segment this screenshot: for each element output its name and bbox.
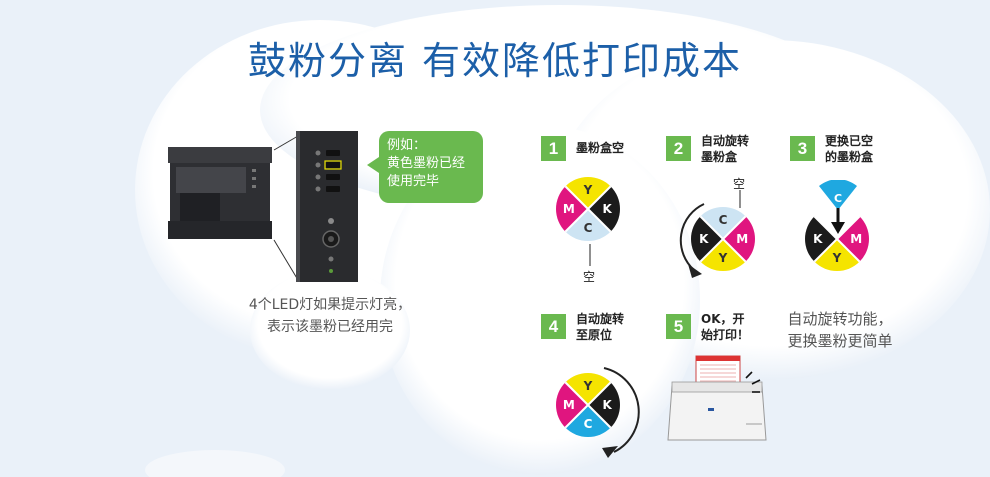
black-toner-letter: K: [603, 202, 613, 216]
callout-pointer: [367, 157, 379, 173]
feature-caption-line-1: 自动旋转功能，: [787, 310, 893, 328]
yellow-toner-letter: Y: [583, 379, 593, 393]
wheel-divider: [699, 215, 747, 263]
feature-caption: 自动旋转功能， 更换墨粉更简单: [770, 308, 910, 352]
connector-lines: [273, 135, 299, 281]
feature-caption-line-2: 更换墨粉更简单: [787, 332, 893, 350]
step-5-number: 5: [666, 314, 691, 339]
cyan-toner-letter: C: [719, 213, 728, 227]
rotation-arrow-step-4: [602, 367, 640, 458]
wheel-divider: [564, 185, 612, 233]
wheel-divider: [564, 381, 612, 429]
magenta-toner-segment: [723, 216, 755, 262]
page-title: 鼓粉分离 有效降低打印成本: [247, 39, 743, 83]
empty-pointer-line-1: [589, 244, 591, 266]
step-4-number: 4: [541, 314, 566, 339]
yellow-toner-letter: Y: [583, 183, 593, 197]
black-toner-segment: [691, 216, 723, 262]
yellow-toner-segment: [700, 239, 746, 271]
cyan-toner-letter: C: [584, 221, 593, 235]
yellow-toner-letter: Y: [718, 251, 728, 265]
step-5-label: OK，开 始打印！: [701, 312, 750, 342]
step-1-label: 墨粉盒空: [576, 141, 625, 155]
yellow-toner-letter: Y: [832, 251, 842, 265]
toner-wheel-step-3: MYK: [805, 215, 869, 271]
step-3-label: 更换已空 的墨粉盒: [825, 134, 874, 164]
black-toner-letter: K: [813, 232, 823, 246]
magenta-toner-letter: M: [736, 232, 748, 246]
step-4-label: 自动旋转 至原位: [576, 312, 625, 342]
magenta-toner-letter: M: [563, 398, 575, 412]
step-3-number: 3: [790, 136, 815, 161]
callout-line-1: 例如：: [387, 138, 427, 153]
rotation-arrow-step-2: [679, 203, 705, 278]
black-toner-segment: [588, 382, 620, 428]
new-cyan-letter: C: [834, 192, 842, 205]
new-cyan-cartridge: C: [819, 180, 857, 234]
step-1-number: 1: [541, 136, 566, 161]
magenta-toner-segment: [556, 382, 588, 428]
led-caption: 4个LED灯如果提示灯亮， 表示该墨粉已经用完: [230, 294, 430, 338]
led-caption-line-1: 4个LED灯如果提示灯亮，: [248, 297, 412, 313]
black-toner-letter: K: [699, 232, 709, 246]
black-toner-segment: [588, 186, 620, 232]
empty-label-step-2: 空: [733, 177, 746, 191]
wheel-divider: [813, 215, 861, 263]
step-2-number: 2: [666, 136, 691, 161]
printer-printing-illustration: [667, 355, 767, 441]
yellow-toner-segment: [565, 373, 611, 405]
magenta-toner-letter: M: [563, 202, 575, 216]
control-panel: [296, 131, 358, 282]
black-toner-segment: [805, 216, 837, 262]
yellow-toner-segment: [814, 239, 860, 271]
led-caption-line-2: 表示该墨粉已经用完: [267, 319, 393, 335]
cyan-toner-letter: C: [584, 417, 593, 431]
magenta-toner-letter: M: [850, 232, 862, 246]
step-2-label: 自动旋转 墨粉盒: [701, 134, 750, 164]
magenta-toner-segment: [556, 186, 588, 232]
yellow-toner-callout: 例如： 黄色墨粉已经 使用完毕: [367, 131, 483, 203]
callout-line-3: 使用完毕: [387, 174, 440, 189]
callout-line-2: 黄色墨粉已经: [387, 156, 466, 171]
empty-pointer-line-2: [739, 190, 741, 208]
black-toner-letter: K: [603, 398, 613, 412]
empty-toner-segment: [700, 207, 746, 239]
empty-label-step-1: 空: [583, 270, 596, 284]
empty-toner-segment: [565, 209, 611, 241]
control-panel-buttons: [296, 131, 342, 282]
magenta-toner-segment: [837, 216, 869, 262]
printer-photo: [168, 147, 272, 239]
yellow-toner-segment: [565, 177, 611, 209]
cyan-toner-segment: [565, 405, 611, 437]
